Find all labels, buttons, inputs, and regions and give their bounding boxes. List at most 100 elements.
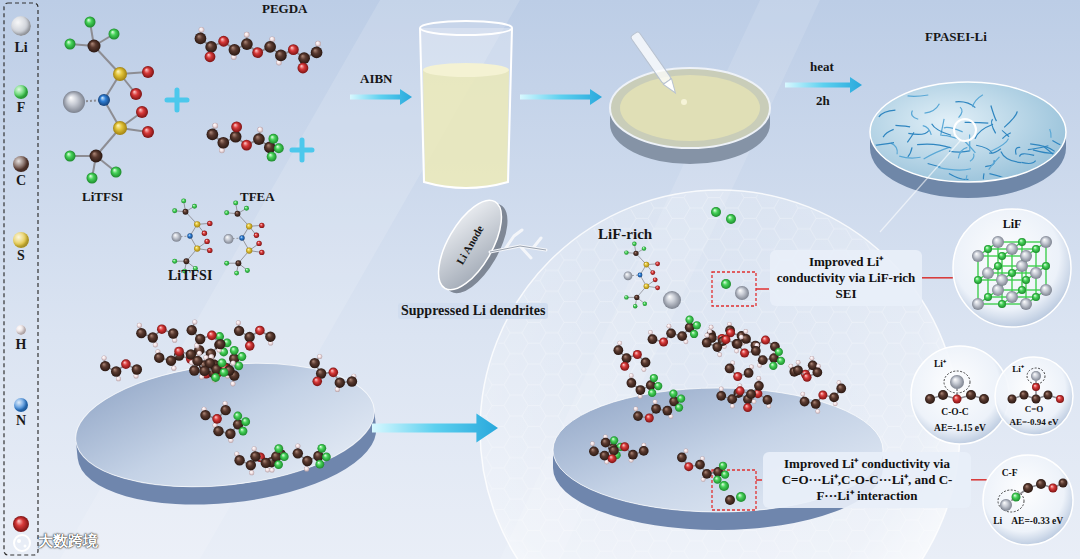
illustration-part — [420, 28, 512, 188]
atom — [974, 276, 982, 284]
atom — [85, 17, 96, 28]
atom — [90, 150, 103, 163]
atom — [754, 381, 764, 391]
atom — [836, 384, 846, 394]
atom — [1036, 479, 1046, 489]
atom — [769, 362, 777, 370]
atom — [1012, 493, 1021, 502]
atom — [721, 471, 729, 479]
atom — [1049, 484, 1058, 493]
legend-label: F — [4, 100, 38, 115]
atom — [233, 200, 238, 205]
atom — [716, 391, 726, 401]
atom — [608, 454, 617, 463]
atom — [733, 339, 743, 349]
polymer-fiber — [1021, 161, 1035, 164]
molecule — [716, 376, 763, 409]
molecule — [677, 449, 729, 484]
atom — [648, 389, 656, 397]
atom — [217, 137, 229, 149]
polymer-fiber — [989, 174, 1014, 186]
beaker — [420, 21, 512, 188]
fpasei-disk — [859, 82, 1075, 232]
illustration-part — [630, 31, 671, 84]
atom — [725, 364, 735, 374]
atom — [743, 329, 748, 334]
atom — [166, 355, 176, 365]
atom — [629, 373, 634, 378]
atom — [620, 442, 629, 451]
leader-line — [756, 288, 769, 290]
atom — [244, 32, 250, 38]
polymer-fiber — [959, 107, 962, 118]
atom — [183, 209, 189, 215]
atom — [153, 342, 158, 347]
atom — [610, 436, 618, 444]
atom — [304, 466, 309, 471]
atom — [241, 417, 250, 426]
polymer-fiber — [992, 119, 996, 133]
node-text: Improved Li⁺ conductivity via C=O···Li⁺,… — [769, 456, 965, 504]
plus-sign — [292, 140, 312, 160]
atom — [628, 450, 638, 460]
atom — [813, 368, 823, 378]
atom — [972, 298, 984, 310]
molecule — [627, 373, 663, 399]
atom — [633, 350, 642, 359]
atom — [739, 335, 744, 340]
atom — [1032, 245, 1040, 253]
legend-swatch — [13, 156, 29, 172]
molecule — [648, 316, 701, 347]
watermark: 大数跨境 — [38, 533, 98, 550]
detail-drawing — [925, 371, 989, 404]
detail-circle: C-FLiAE=-0.33 eV — [982, 454, 1074, 546]
atom — [236, 320, 241, 325]
connector — [922, 277, 953, 279]
polymer-disk — [70, 350, 383, 519]
atom — [225, 429, 235, 439]
atom — [1040, 236, 1052, 248]
molecule — [624, 242, 660, 309]
node-text: AE=-0.94 eV — [1009, 417, 1058, 426]
atom — [590, 441, 595, 446]
atom — [1018, 238, 1026, 246]
atom — [142, 66, 154, 78]
atom — [1032, 383, 1040, 391]
polymer-fiber — [895, 125, 910, 127]
atom — [719, 481, 729, 491]
atom — [192, 204, 197, 209]
atom — [655, 285, 660, 290]
highlight-box — [712, 470, 756, 510]
atom — [195, 334, 205, 344]
illustration-part — [420, 21, 512, 35]
atom — [1059, 479, 1068, 488]
atom — [950, 375, 964, 389]
molecule — [63, 17, 154, 184]
atom — [648, 334, 658, 344]
atom — [998, 252, 1006, 260]
atom — [199, 366, 209, 376]
atom — [293, 448, 303, 458]
molecule — [207, 122, 284, 162]
callout-box: Improved Li⁺ conductivity via C=O···Li⁺,… — [763, 452, 971, 508]
atom — [811, 399, 821, 409]
atom — [620, 362, 629, 371]
atom — [659, 337, 668, 346]
process-arrow — [350, 89, 412, 105]
atom — [200, 410, 210, 420]
atom — [317, 354, 322, 359]
atom — [224, 234, 234, 244]
polymer-fiber — [879, 110, 896, 117]
polymer-fiber — [991, 106, 997, 122]
legend-label: H — [4, 337, 38, 352]
polymer-fiber — [908, 130, 929, 134]
atom — [172, 259, 177, 264]
atom — [250, 451, 260, 461]
atom — [265, 331, 275, 341]
atom — [1000, 499, 1012, 511]
atom — [1030, 267, 1042, 279]
atom — [230, 381, 235, 386]
atom — [684, 462, 693, 471]
atom — [693, 321, 701, 329]
atom — [643, 302, 647, 306]
